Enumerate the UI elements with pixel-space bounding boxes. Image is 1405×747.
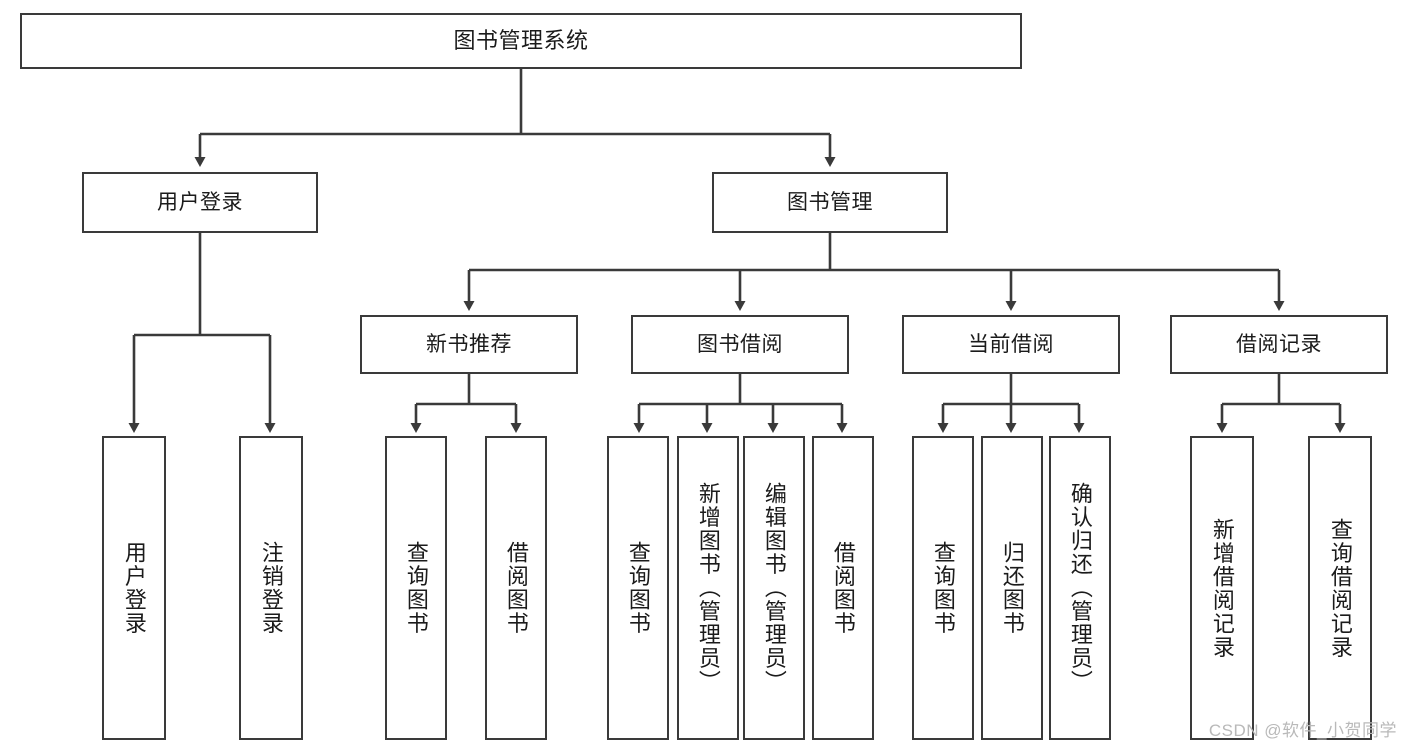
node-label: 查询图书	[930, 541, 956, 635]
node-label: 新增借阅记录	[1209, 517, 1235, 659]
node-label: 用户登录	[157, 190, 243, 214]
node-leaf-borrow-book-2[interactable]: 借阅图书	[812, 436, 874, 740]
node-leaf-add-record[interactable]: 新增借阅记录	[1190, 436, 1254, 740]
node-leaf-query-book-2[interactable]: 查询图书	[607, 436, 669, 740]
node-label: 图书管理系统	[453, 27, 589, 53]
node-user-login[interactable]: 用户登录	[82, 172, 318, 233]
node-book-borrow[interactable]: 图书借阅	[631, 315, 849, 374]
node-leaf-logout[interactable]: 注销登录	[239, 436, 303, 740]
node-label: 新书推荐	[426, 332, 512, 356]
node-label: 查询图书	[625, 541, 651, 635]
node-leaf-query-book-3[interactable]: 查询图书	[912, 436, 974, 740]
node-leaf-confirm-return[interactable]: 确认归还（管理员）	[1049, 436, 1111, 740]
node-new-book-recommend[interactable]: 新书推荐	[360, 315, 578, 374]
node-root-system[interactable]: 图书管理系统	[20, 13, 1022, 69]
node-label: 图书借阅	[697, 332, 783, 356]
node-label: 图书管理	[787, 190, 873, 214]
node-label: 确认归还（管理员）	[1067, 482, 1093, 694]
node-leaf-edit-book[interactable]: 编辑图书（管理员）	[743, 436, 805, 740]
node-leaf-query-record[interactable]: 查询借阅记录	[1308, 436, 1372, 740]
node-label: 查询借阅记录	[1327, 517, 1353, 659]
node-borrow-record[interactable]: 借阅记录	[1170, 315, 1388, 374]
node-label: 用户登录	[121, 541, 147, 635]
node-label: 借阅图书	[503, 541, 529, 635]
node-current-borrow[interactable]: 当前借阅	[902, 315, 1120, 374]
node-label: 当前借阅	[968, 332, 1054, 356]
node-label: 借阅图书	[830, 541, 856, 635]
node-book-manage[interactable]: 图书管理	[712, 172, 948, 233]
node-label: 编辑图书（管理员）	[761, 482, 787, 694]
node-leaf-query-book-1[interactable]: 查询图书	[385, 436, 447, 740]
node-label: 借阅记录	[1236, 332, 1322, 356]
node-label: 新增图书（管理员）	[695, 482, 721, 694]
node-leaf-user-login[interactable]: 用户登录	[102, 436, 166, 740]
node-leaf-return-book[interactable]: 归还图书	[981, 436, 1043, 740]
node-leaf-borrow-book-1[interactable]: 借阅图书	[485, 436, 547, 740]
watermark: CSDN @软件_小贺同学	[1208, 721, 1397, 740]
node-label: 查询图书	[403, 541, 429, 635]
node-leaf-add-book[interactable]: 新增图书（管理员）	[677, 436, 739, 740]
node-label: 注销登录	[258, 541, 284, 635]
node-label: 归还图书	[999, 541, 1025, 635]
